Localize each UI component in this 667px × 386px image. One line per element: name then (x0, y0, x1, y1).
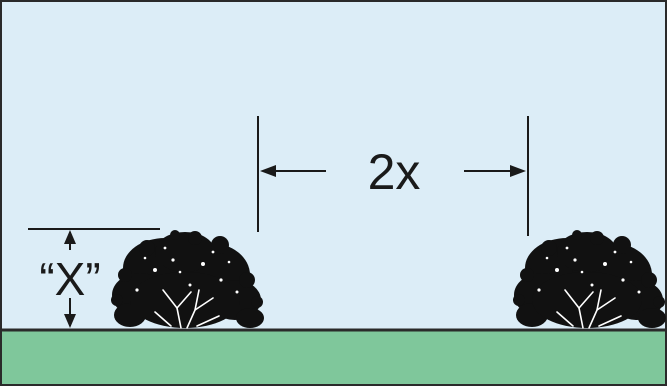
arrow-right-icon (510, 165, 526, 177)
height-label: “X” (39, 253, 100, 305)
arrow-up-icon (64, 230, 76, 244)
ground (0, 330, 667, 386)
spacing-label: 2x (368, 144, 421, 200)
arrow-left-icon (260, 165, 276, 177)
arrow-down-icon (64, 314, 76, 328)
